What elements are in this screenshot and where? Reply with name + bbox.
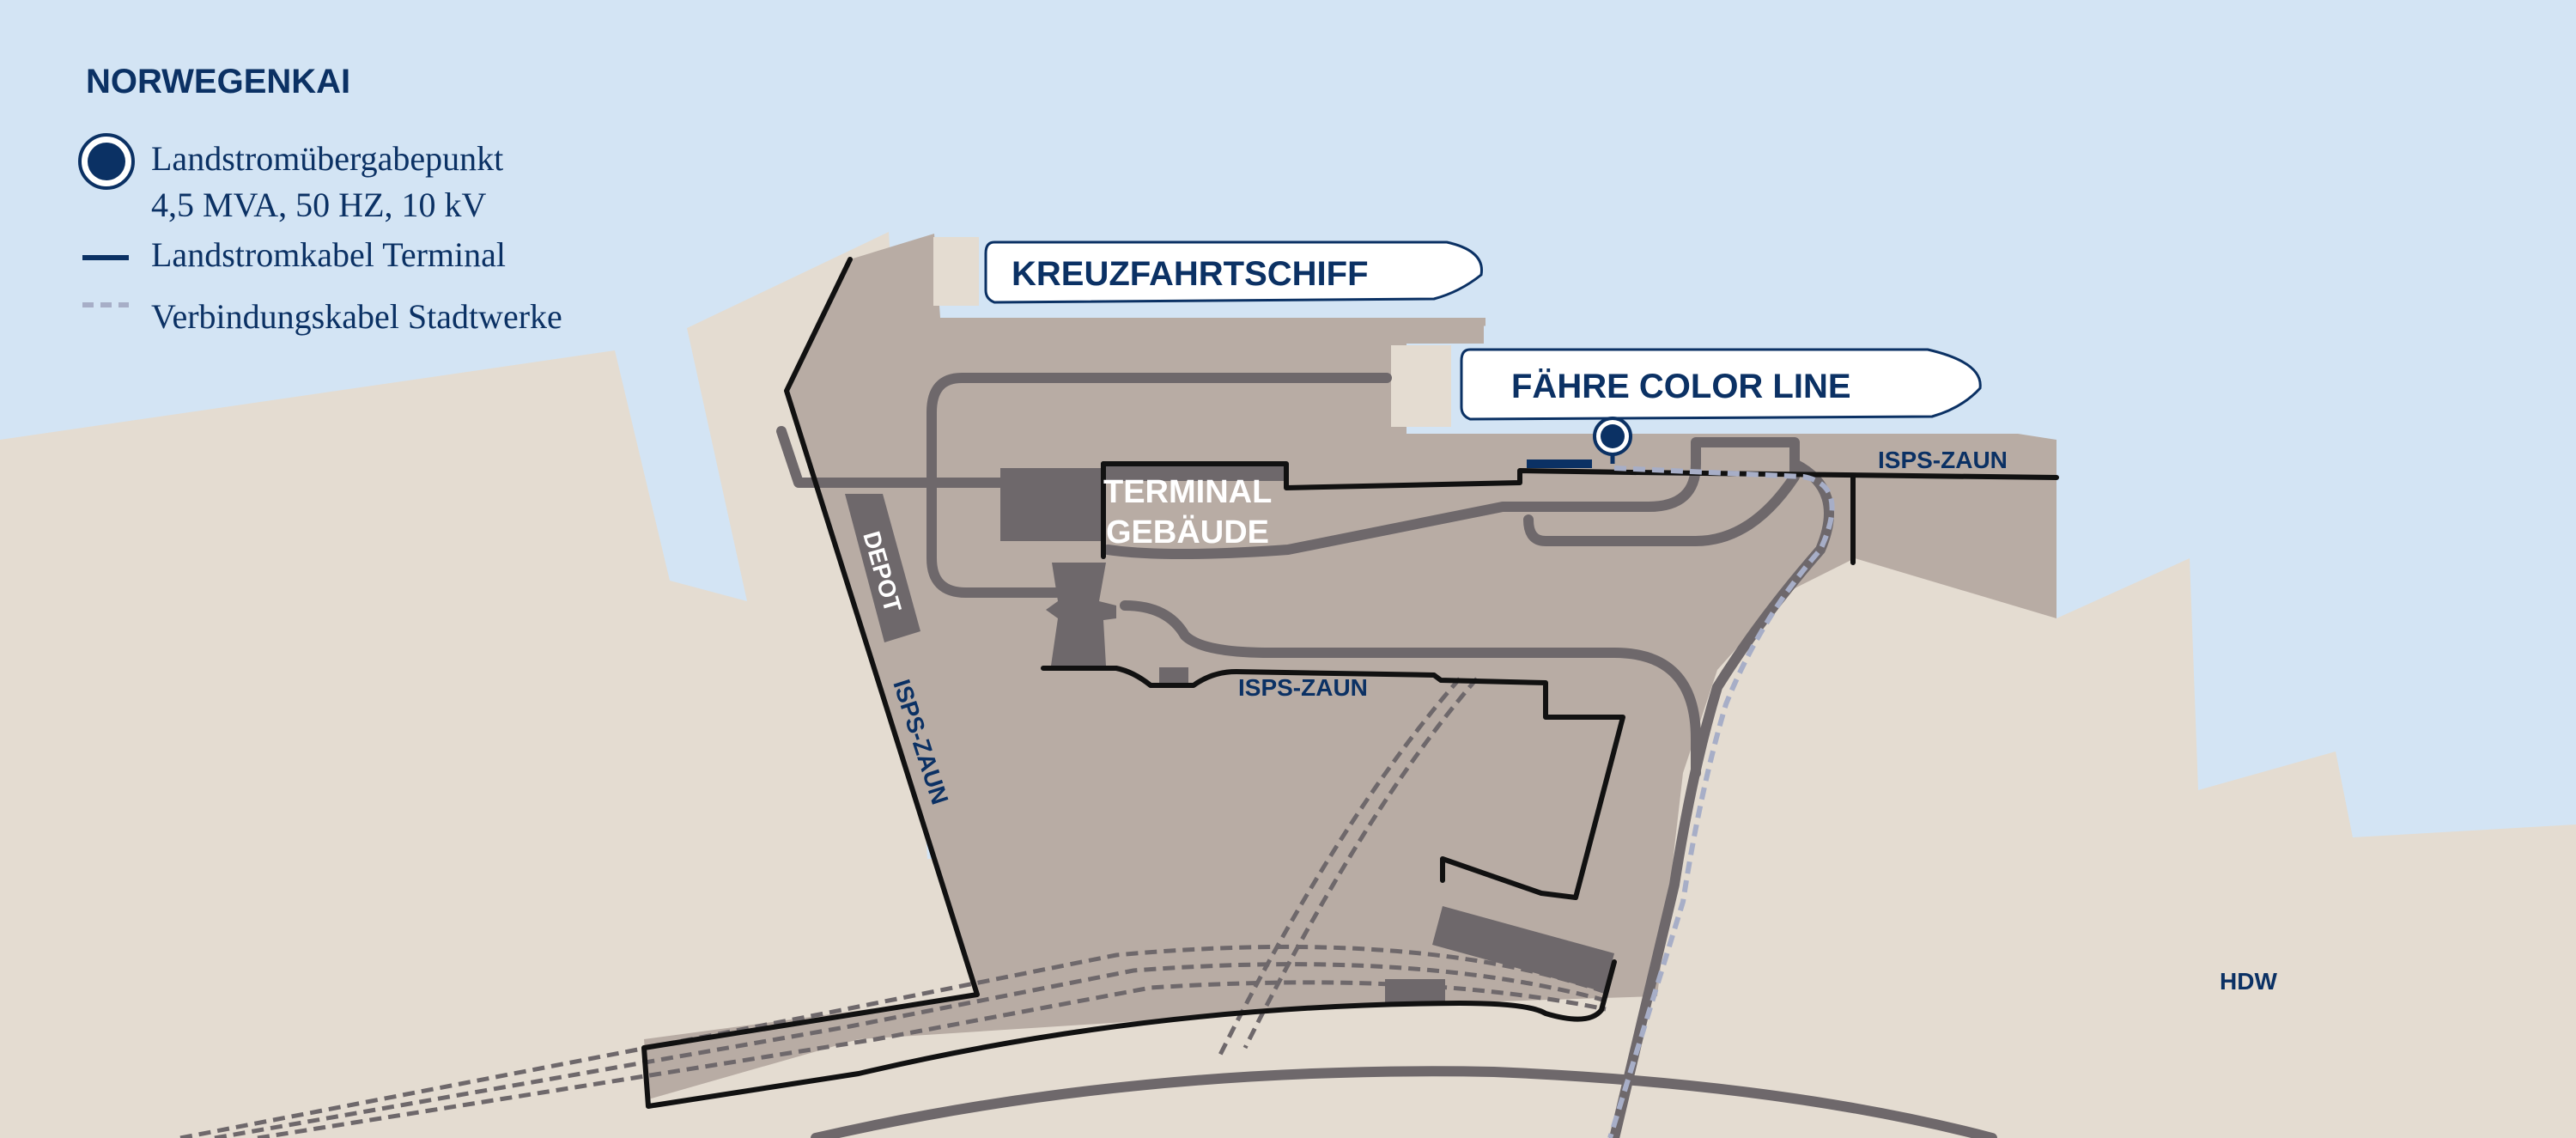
legend: NORWEGENKAI Landstromübergabepunkt 4,5 M… xyxy=(78,63,562,336)
isps-fence-inner xyxy=(1041,666,1625,900)
terminal-area xyxy=(644,234,2057,1099)
warehouse-building xyxy=(1432,906,1614,992)
road-access-west xyxy=(776,426,1005,488)
gate-building xyxy=(1159,667,1188,685)
legend-item-2-label: Landstromkabel Terminal xyxy=(151,235,506,274)
road-quay xyxy=(1103,437,1800,559)
isps-fence-label-east: ISPS-ZAUN xyxy=(1878,447,2008,473)
depot-building xyxy=(845,494,920,642)
pier-ferry xyxy=(1391,345,1451,427)
hdw-label: HDW xyxy=(2220,968,2277,995)
small-building xyxy=(1385,979,1445,1005)
shore-power-point xyxy=(1593,417,1632,464)
terminal-bridge xyxy=(1046,563,1116,666)
pier-cruise xyxy=(933,237,979,306)
legend-item-1-line1: Landstromübergabepunkt xyxy=(151,139,503,178)
ferry-hull xyxy=(1460,348,1982,421)
shore-power-cable-stub xyxy=(1527,459,1592,468)
connection-cable-stadtwerke xyxy=(1607,466,1835,1138)
road-east xyxy=(1609,459,1834,1138)
road-inner-loop xyxy=(1120,600,1701,778)
ferry-label: FÄHRE COLOR LINE xyxy=(1511,368,1851,405)
legend-dot-icon xyxy=(88,143,125,180)
shore-power-dot-icon xyxy=(1601,424,1625,448)
terminal-building xyxy=(1000,468,1103,541)
isps-fence xyxy=(641,257,2059,1109)
terminal-label-line1: TERMINAL xyxy=(1103,474,1272,510)
isps-fence-label-inner: ISPS-ZAUN xyxy=(1238,674,1368,701)
legend-title: NORWEGENKAI xyxy=(86,63,350,100)
cruise-ship-label: KREUZFAHRTSCHIFF xyxy=(1012,255,1369,293)
terminal-wing xyxy=(1101,464,1284,481)
legend-item-1-line2: 4,5 MVA, 50 HZ, 10 kV xyxy=(151,186,487,224)
road-network xyxy=(776,373,1997,1138)
terminal-label-line2: GEBÄUDE xyxy=(1106,514,1269,551)
legend-item-3-label: Verbindungskabel Stadtwerke xyxy=(151,297,562,336)
road-south xyxy=(811,1066,1997,1138)
isps-fence-west xyxy=(641,257,1617,1109)
cruise-ship-hull xyxy=(984,240,1483,304)
fence-quay xyxy=(1101,461,2059,490)
